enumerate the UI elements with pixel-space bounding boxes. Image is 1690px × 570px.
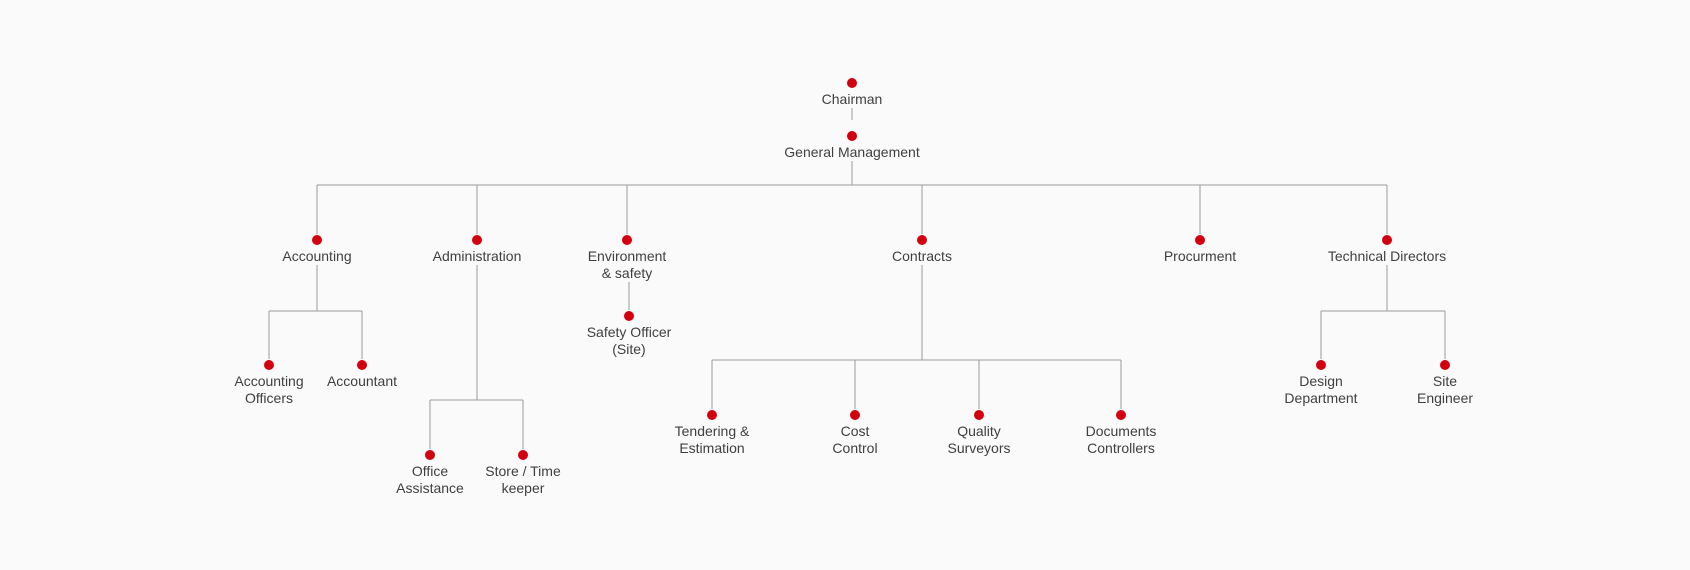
node-marker-cost-control <box>850 410 860 420</box>
node-label-accounting: Accounting <box>278 248 356 265</box>
node-marker-quality-surveyors <box>974 410 984 420</box>
node-label-contracts: Contracts <box>888 248 956 265</box>
node-label-cost-control: Cost Control <box>828 423 882 457</box>
node-label-store-time-keeper: Store / Time keeper <box>481 463 565 497</box>
node-label-accounting-officers: Accounting Officers <box>230 373 308 407</box>
node-label-office-assistance: Office Assistance <box>392 463 468 497</box>
node-marker-office-assistance <box>425 450 435 460</box>
node-marker-site-engineer <box>1440 360 1450 370</box>
node-marker-technical-directors <box>1382 235 1392 245</box>
node-marker-administration <box>472 235 482 245</box>
node-marker-contracts <box>917 235 927 245</box>
node-label-general-management: General Management <box>780 144 924 161</box>
node-label-site-engineer: Site Engineer <box>1412 373 1478 407</box>
node-marker-documents-controllers <box>1116 410 1126 420</box>
node-marker-procurment <box>1195 235 1205 245</box>
node-label-chairman: Chairman <box>817 91 887 108</box>
node-marker-accountant <box>357 360 367 370</box>
node-label-accountant: Accountant <box>322 373 402 390</box>
node-label-documents-controllers: Documents Controllers <box>1081 423 1161 457</box>
node-label-technical-directors: Technical Directors <box>1323 248 1451 265</box>
node-label-safety-officer: Safety Officer (Site) <box>582 324 676 358</box>
node-marker-environment-safety <box>622 235 632 245</box>
node-marker-chairman <box>847 78 857 88</box>
node-label-administration: Administration <box>428 248 526 265</box>
node-marker-accounting <box>312 235 322 245</box>
node-marker-store-time-keeper <box>518 450 528 460</box>
node-marker-safety-officer <box>624 311 634 321</box>
node-marker-design-department <box>1316 360 1326 370</box>
node-marker-accounting-officers <box>264 360 274 370</box>
node-marker-general-management <box>847 131 857 141</box>
node-marker-tendering-estimation <box>707 410 717 420</box>
node-label-environment-safety: Environment & safety <box>583 248 671 282</box>
node-label-quality-surveyors: Quality Surveyors <box>943 423 1015 457</box>
node-label-tendering-estimation: Tendering & Estimation <box>670 423 754 457</box>
node-label-procurment: Procurment <box>1159 248 1241 265</box>
node-label-design-department: Design Department <box>1280 373 1362 407</box>
